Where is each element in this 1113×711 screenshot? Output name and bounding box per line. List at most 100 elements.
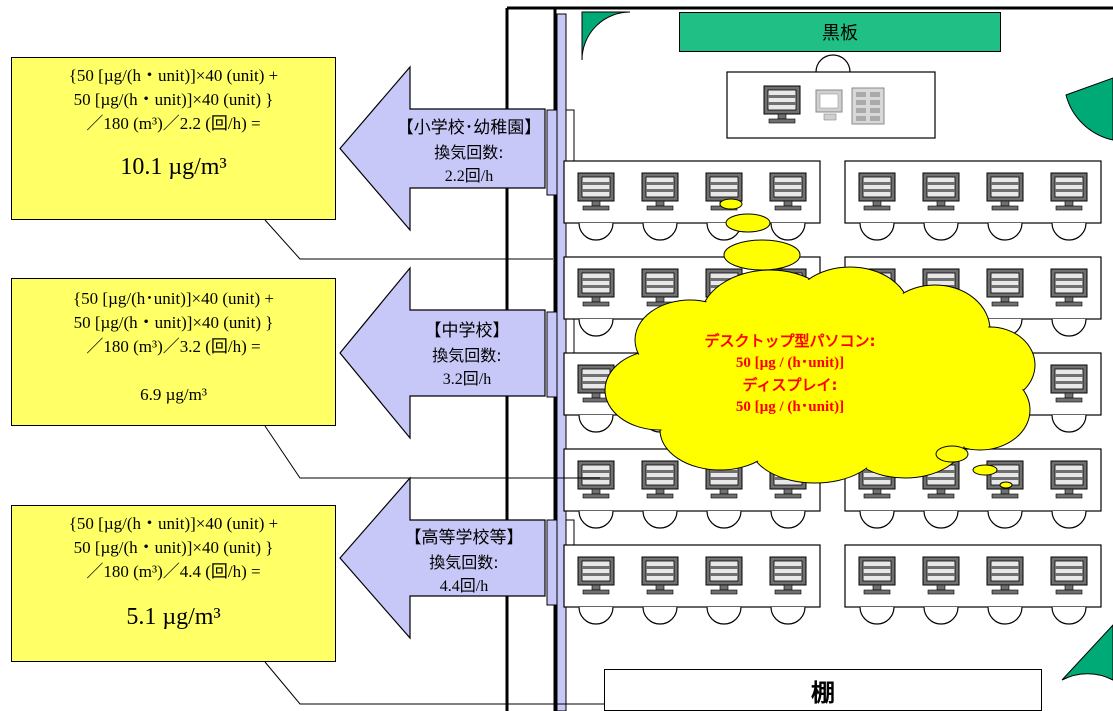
door-swing-icon (1065, 77, 1113, 141)
calc-box-high-school: {50 [µg/(h・unit)]×40 (unit) + 50 [µg/(h・… (11, 505, 336, 662)
vent-opening (546, 311, 558, 398)
ventilation-label: 換気回数: (434, 143, 504, 162)
chair-icon (1051, 606, 1087, 625)
monitor-icon (769, 556, 807, 595)
chair-icon (642, 510, 678, 529)
connector-line (264, 219, 553, 260)
school-type: 【小学校･幼稚園】 (396, 118, 542, 138)
monitor-icon (986, 268, 1024, 307)
chair-icon (923, 510, 959, 529)
chair-icon (1051, 414, 1087, 433)
chair-icon (578, 606, 614, 625)
calc-line: {50 [µg/(h･unit)]×40 (unit) + (73, 289, 274, 308)
monitor-icon (1050, 556, 1088, 595)
ventilation-arrow (339, 266, 546, 440)
calc-result: 6.9 µg/m³ (140, 385, 207, 404)
chair-icon (859, 606, 895, 625)
calc-line: 50 [µg/(h・unit)]×40 (unit) } (73, 313, 274, 332)
connector-line (264, 661, 604, 705)
monitor-icon (641, 460, 679, 499)
ventilation-arrow (339, 65, 546, 232)
monitor-icon (1050, 268, 1088, 307)
chair-icon (578, 318, 614, 337)
shelf: 棚 (604, 669, 1042, 711)
monitor-icon (763, 85, 801, 124)
emission-note: デスクトップ型パソコン: 50 [µg / (h･unit)] ディスプレイ: … (640, 330, 940, 418)
chair-icon (642, 222, 678, 241)
chair-icon (859, 222, 895, 241)
ventilation-rate: 3.2回/h (442, 371, 492, 388)
vent-opening (546, 109, 558, 196)
chair-icon (642, 606, 678, 625)
school-type: 【高等学校等】 (404, 528, 524, 548)
door-swing-icon (581, 11, 631, 61)
calc-result: 5.1 µg/m³ (126, 604, 221, 630)
ventilation-label-high-school: 【高等学校等】 換気回数: 4.4回/h (375, 526, 553, 599)
chair-icon (1051, 510, 1087, 529)
chair-icon (923, 606, 959, 625)
monitor-icon (1050, 364, 1088, 403)
monitor-icon (641, 268, 679, 307)
blackboard: 黒板 (679, 12, 1001, 52)
chair-icon (578, 414, 614, 433)
school-type: 【中学校】 (424, 321, 510, 341)
chair-icon (770, 222, 806, 241)
emission-note-line: デスクトップ型パソコン: (704, 332, 876, 350)
calc-box-junior-high: {50 [µg/(h･unit)]×40 (unit) + 50 [µg/(h・… (11, 278, 336, 426)
ventilation-rate: 2.2回/h (444, 168, 494, 185)
monitor-icon (922, 556, 960, 595)
monitor-icon (858, 556, 896, 595)
emission-note-line: ディスプレイ: (742, 376, 838, 394)
monitor-icon (641, 556, 679, 595)
monitor-icon (858, 172, 896, 211)
computer-icon (815, 89, 843, 121)
chair-icon (770, 606, 806, 625)
ventilation-rate: 4.4回/h (439, 578, 489, 595)
monitor-icon (1050, 460, 1088, 499)
monitor-icon (577, 556, 615, 595)
monitor-icon (705, 556, 743, 595)
chair-icon (1051, 318, 1087, 337)
monitor-icon (769, 172, 807, 211)
monitor-icon (922, 172, 960, 211)
ventilation-label: 換気回数: (429, 553, 499, 572)
monitor-icon (1050, 172, 1088, 211)
calc-line: 50 [µg/(h・unit)]×40 (unit) } (73, 538, 274, 557)
monitor-icon (577, 460, 615, 499)
calc-box-elementary: {50 [µg/(h・unit)]×40 (unit) + 50 [µg/(h・… (11, 57, 336, 220)
connector-line (264, 425, 600, 479)
emission-cloud (604, 198, 1036, 489)
calc-line: ／180 (m³)／2.2 (回/h) = (86, 114, 261, 133)
calc-result: 10.1 µg/m³ (120, 154, 227, 180)
chair-icon (1051, 222, 1087, 241)
monitor-icon (986, 556, 1024, 595)
ventilation-label-elementary: 【小学校･幼稚園】 換気回数: 2.2回/h (380, 116, 558, 189)
emission-note-line: 50 [µg / (h･unit)] (735, 399, 845, 415)
ventilation-label: 換気回数: (432, 346, 502, 365)
calc-line: {50 [µg/(h・unit)]×40 (unit) + (68, 514, 279, 533)
calc-line: ／180 (m³)／4.4 (回/h) = (86, 562, 261, 581)
emission-note-line: 50 [µg / (h･unit)] (735, 355, 845, 371)
vent-opening (546, 519, 558, 606)
chair-icon (987, 222, 1023, 241)
chair-icon (578, 222, 614, 241)
door-swing-icon (1061, 624, 1113, 681)
chair-icon (923, 222, 959, 241)
tower-icon (851, 87, 885, 125)
teacher-chair (815, 54, 851, 73)
monitor-icon (986, 172, 1024, 211)
chair-icon (578, 510, 614, 529)
calc-line: 50 [µg/(h・unit)]×40 (unit) } (73, 90, 274, 109)
calc-line: {50 [µg/(h・unit)]×40 (unit) + (68, 66, 279, 85)
chair-icon (987, 510, 1023, 529)
calc-line: ／180 (m³)／3.2 (回/h) = (86, 337, 261, 356)
monitor-icon (641, 172, 679, 211)
chair-icon (706, 606, 742, 625)
ventilation-arrow (339, 476, 546, 640)
chair-icon (770, 510, 806, 529)
ventilation-label-junior-high: 【中学校】 換気回数: 3.2回/h (378, 319, 556, 392)
monitor-icon (577, 172, 615, 211)
chair-icon (859, 510, 895, 529)
chair-icon (706, 510, 742, 529)
